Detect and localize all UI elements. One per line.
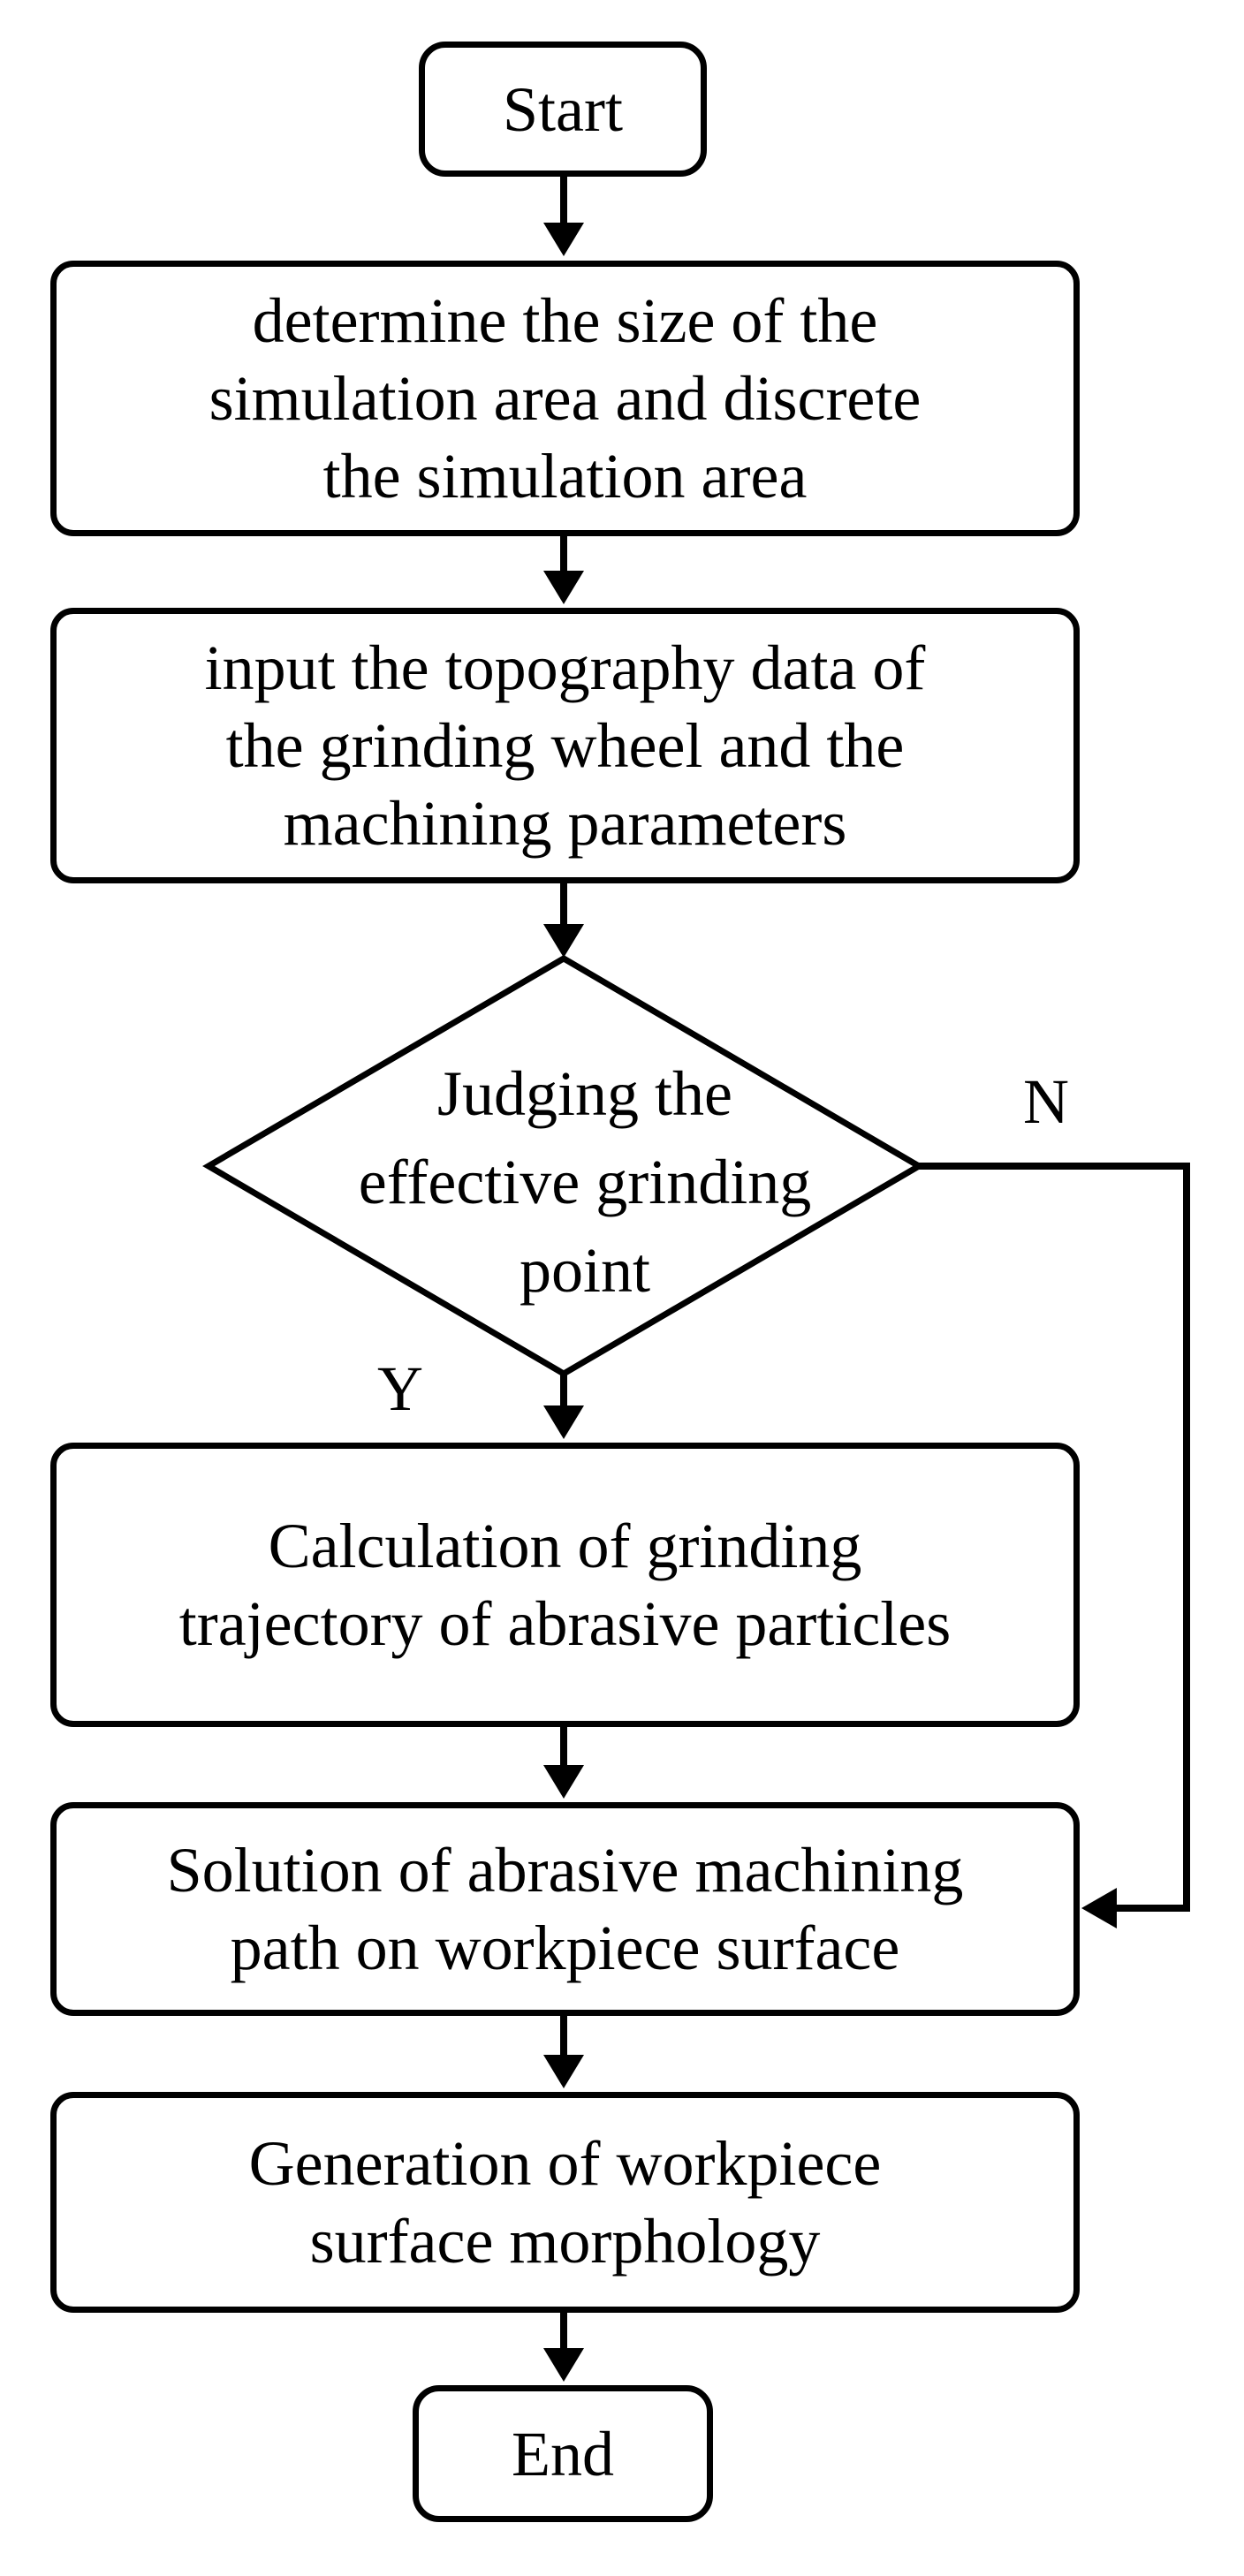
arrowhead-step4 — [543, 1765, 584, 1799]
yes-branch-label: Y — [377, 1353, 423, 1424]
arrowhead-step2 — [543, 571, 584, 604]
arrowhead-decision — [543, 924, 584, 958]
step-determine-area-label: determine the size of the simulation are… — [209, 285, 922, 511]
end-node: End — [413, 2385, 713, 2522]
step-calc-trajectory-label: Calculation of grinding trajectory of ab… — [178, 1511, 952, 1659]
step-generation-morphology: Generation of workpiece surface morpholo… — [50, 2092, 1080, 2313]
arrowhead-end — [543, 2348, 584, 2382]
arrowhead-step1 — [543, 223, 584, 256]
step-solution-path: Solution of abrasive machining path on w… — [50, 1802, 1080, 2016]
step-calc-trajectory: Calculation of grinding trajectory of ab… — [50, 1443, 1080, 1727]
step-generation-morphology-label: Generation of workpiece surface morpholo… — [248, 2128, 882, 2277]
connector-no-branch — [919, 1163, 1190, 1912]
step-solution-path-label: Solution of abrasive machining path on w… — [166, 1835, 964, 1983]
start-node: Start — [419, 42, 707, 177]
step-determine-area: determine the size of the simulation are… — [50, 261, 1080, 536]
decision-label: Judging the effective grinding point — [358, 1058, 812, 1306]
step-input-data: input the topography data of the grindin… — [50, 608, 1080, 883]
step-input-data-label: input the topography data of the grindin… — [204, 633, 926, 859]
arrowhead-no-branch — [1081, 1888, 1117, 1928]
arrowhead-step3 — [543, 1405, 584, 1439]
no-branch-label: N — [1023, 1066, 1069, 1137]
end-label: End — [512, 2418, 614, 2489]
arrowhead-step5 — [543, 2055, 584, 2088]
start-label: Start — [503, 73, 623, 145]
